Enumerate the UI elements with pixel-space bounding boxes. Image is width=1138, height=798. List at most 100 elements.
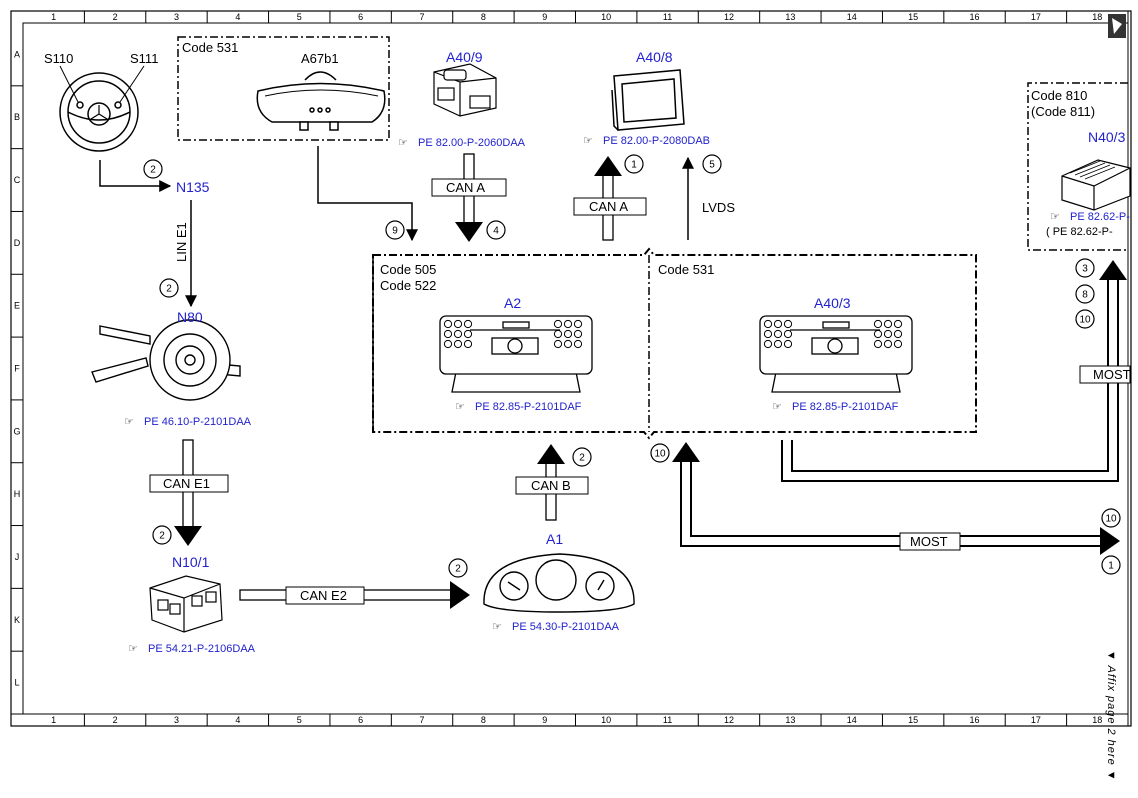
instrument-cluster-a1-icon <box>483 553 635 613</box>
radio-button-icon <box>773 339 783 349</box>
n135-label: N135 <box>176 179 210 195</box>
grid-column-label: 3 <box>174 12 179 22</box>
grid-column-label: 6 <box>358 715 363 725</box>
code-531-top-label: Code 531 <box>182 40 238 55</box>
radio-button-icon <box>763 329 773 339</box>
radio-a2-icon <box>439 315 593 393</box>
radio-button-icon <box>573 339 583 349</box>
grid-row-label: L <box>14 678 19 688</box>
grid-column-label: 1 <box>51 12 56 22</box>
n80-reference: PE 46.10-P-2101DAA <box>144 416 252 428</box>
amplifier-n40-3-icon <box>1061 159 1131 211</box>
radio-button-icon <box>883 329 893 339</box>
a1-reference: PE 54.30-P-2101DAA <box>512 621 620 633</box>
a40-3-label: A40/3 <box>814 295 851 311</box>
sam-module-n10-1-icon <box>149 575 223 633</box>
lin-e1-label: LIN E1 <box>174 222 189 262</box>
radio-button-icon <box>563 329 573 339</box>
radio-button-icon <box>463 339 473 349</box>
grid-row-label: J <box>15 552 20 562</box>
code-522-label: Code 522 <box>380 278 436 293</box>
grid-column-label: 4 <box>235 12 240 22</box>
a2-reference: PE 82.85-P-2101DAF <box>475 401 582 413</box>
grid-row-label: F <box>14 364 20 374</box>
grid-column-label: 16 <box>970 715 980 725</box>
radio-button-icon <box>763 319 773 329</box>
radio-button-icon <box>573 329 583 339</box>
most-to-amplifier-arrowhead <box>1099 260 1127 280</box>
grid-column-label: 6 <box>358 12 363 22</box>
grid-column-label: 2 <box>113 715 118 725</box>
grid-column-label: 5 <box>297 12 302 22</box>
marker-number: 2 <box>579 453 585 464</box>
grid-column-label: 10 <box>601 12 611 22</box>
marker-circle-icon <box>385 220 405 240</box>
grid-column-label: 16 <box>970 12 980 22</box>
grid-column-label: 12 <box>724 12 734 22</box>
radio-button-icon <box>563 339 573 349</box>
grid-column-label: 18 <box>1092 715 1102 725</box>
n10-1-reference: PE 54.21-P-2106DAA <box>148 643 256 655</box>
grid-row-label: B <box>14 112 20 122</box>
grid-column-label: 13 <box>785 12 795 22</box>
marker-number: 1 <box>631 160 637 171</box>
a40-8-label: A40/8 <box>636 49 673 65</box>
reference-hand-icon: ☞ <box>128 643 138 655</box>
code-810-label: Code 810 <box>1031 88 1087 103</box>
marker-circle-icon <box>1075 258 1095 278</box>
radio-button-icon <box>463 319 473 329</box>
code-811-label: (Code 811) <box>1031 104 1095 119</box>
corner-logo-icon <box>1108 14 1126 38</box>
a40-9-reference: PE 82.00-P-2060DAA <box>418 137 526 149</box>
marker-number: 4 <box>493 226 499 237</box>
radio-button-icon <box>443 339 453 349</box>
a40-8-reference: PE 82.00-P-2080DAB <box>603 135 710 147</box>
can-b-label: CAN B <box>531 478 571 493</box>
marker-circle-icon <box>1075 284 1095 304</box>
marker-circle-icon <box>650 443 670 463</box>
grid-column-label: 1 <box>51 715 56 725</box>
radio-button-icon <box>453 319 463 329</box>
grid-column-label: 12 <box>724 715 734 725</box>
most-input-arrowhead-right <box>1100 527 1120 555</box>
marker-circle-icon <box>624 154 644 174</box>
most-label-1: MOST <box>1093 367 1131 382</box>
controller-a40-9-icon <box>433 63 497 117</box>
grid-column-label: 13 <box>785 715 795 725</box>
grid-column-label: 9 <box>542 715 547 725</box>
reference-hand-icon: ☞ <box>492 621 502 633</box>
can-a-label-2: CAN A <box>589 199 628 214</box>
lvds-label: LVDS <box>702 200 735 215</box>
n40-3-reference-b: ( PE 82.62-P- <box>1046 226 1113 238</box>
s110-label: S110 <box>44 51 73 66</box>
marker-circle-icon <box>486 220 506 240</box>
marker-number: 3 <box>1082 264 1088 275</box>
can-a-label-1: CAN A <box>446 180 485 195</box>
marker-circle-icon <box>702 154 722 174</box>
rearview-mirror-icon <box>256 71 386 131</box>
grid-column-label: 7 <box>420 12 425 22</box>
grid-column-label: 11 <box>663 12 672 22</box>
a2-label: A2 <box>504 295 521 311</box>
marker-circle-icon <box>1075 309 1095 329</box>
marker-number: 2 <box>166 284 172 295</box>
n40-3-label: N40/3 <box>1088 129 1126 145</box>
radio-button-icon <box>893 329 903 339</box>
radio-button-icon <box>783 319 793 329</box>
radio-button-icon <box>553 319 563 329</box>
a40-9-label: A40/9 <box>446 49 483 65</box>
radio-button-icon <box>873 329 883 339</box>
grid-column-label: 15 <box>908 12 918 22</box>
radio-button-icon <box>453 329 463 339</box>
marker-number: 10 <box>1105 514 1117 525</box>
reference-hand-icon: ☞ <box>455 401 465 413</box>
radio-button-icon <box>783 339 793 349</box>
code-531-top-box <box>177 36 390 141</box>
grid-column-label: 4 <box>235 715 240 725</box>
marker-number: 2 <box>455 564 461 575</box>
can-e1-label: CAN E1 <box>163 476 210 491</box>
a67b1-label: A67b1 <box>301 51 339 66</box>
radio-button-icon <box>563 319 573 329</box>
grid-column-label: 2 <box>113 12 118 22</box>
